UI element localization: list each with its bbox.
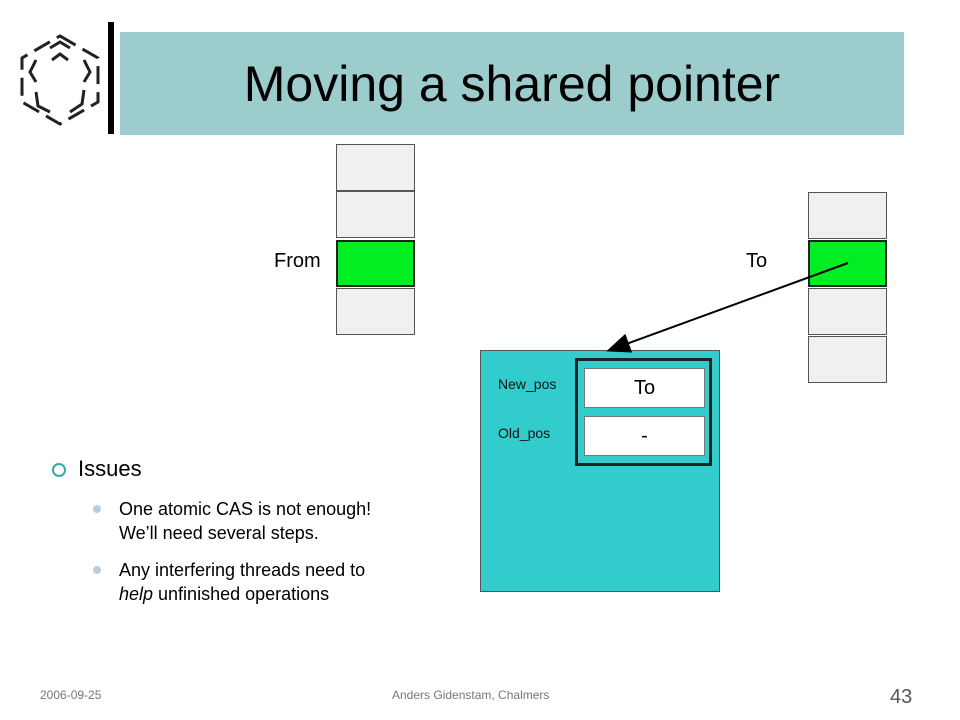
from-array-cell-highlighted — [336, 240, 415, 287]
old-pos-field: - — [584, 416, 705, 456]
footer-date: 2006-09-25 — [40, 688, 102, 702]
new-pos-value: To — [633, 376, 656, 399]
issue-item-1: One atomic CAS is not enough! We’ll need… — [119, 499, 372, 543]
footer-author: Anders Gidenstam, Chalmers — [392, 688, 550, 702]
from-array-cell — [336, 191, 415, 238]
old-pos-label: Old_pos — [498, 425, 551, 441]
to-label: To — [746, 250, 768, 272]
old-pos-value: - — [641, 424, 648, 447]
from-array-cell — [336, 288, 415, 335]
node-field-group — [575, 358, 712, 466]
new-pos-field: To — [584, 368, 705, 408]
to-array-cell — [808, 192, 887, 239]
title-divider — [108, 22, 114, 134]
page-number: 43 — [890, 686, 913, 708]
title-bar: Moving a shared pointer — [120, 32, 904, 135]
chalmers-logo-icon — [20, 34, 100, 126]
to-array-cell — [808, 288, 887, 335]
issues-heading: Issues — [78, 456, 142, 481]
issue-item-2: Any interfering threads need to help unf… — [119, 560, 366, 604]
new-pos-label: New_pos — [498, 376, 557, 392]
bullet-ring-icon — [52, 463, 66, 477]
bullet-dot-icon — [93, 566, 101, 574]
to-array-cell — [808, 336, 887, 383]
slide-title: Moving a shared pointer — [243, 55, 781, 112]
from-array-cell — [336, 144, 415, 191]
from-label: From — [274, 250, 321, 272]
bullet-dot-icon — [93, 505, 101, 513]
